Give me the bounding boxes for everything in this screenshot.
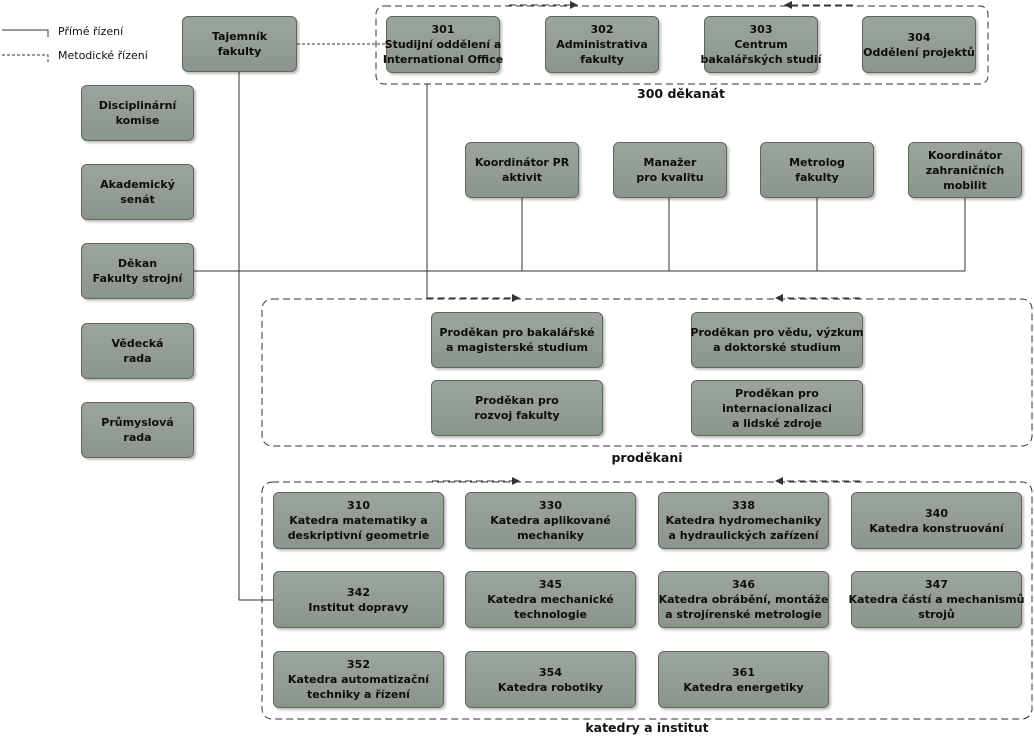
department-group-label: katedry a institut bbox=[585, 720, 709, 735]
legend-solid-line bbox=[2, 29, 49, 37]
legend-direct-label: Přímé řízení bbox=[58, 25, 124, 38]
vice-dean-group-frame bbox=[261, 298, 1033, 447]
secretary-vertical-line bbox=[238, 72, 274, 601]
deanat-group-frame bbox=[375, 5, 989, 85]
legend-dashed-line bbox=[2, 54, 49, 62]
deanat-group-label: 300 děkanát bbox=[637, 86, 725, 101]
legend-methodical-label: Metodické řízení bbox=[58, 49, 148, 62]
vice-dean-group-label: proděkani bbox=[611, 450, 683, 465]
